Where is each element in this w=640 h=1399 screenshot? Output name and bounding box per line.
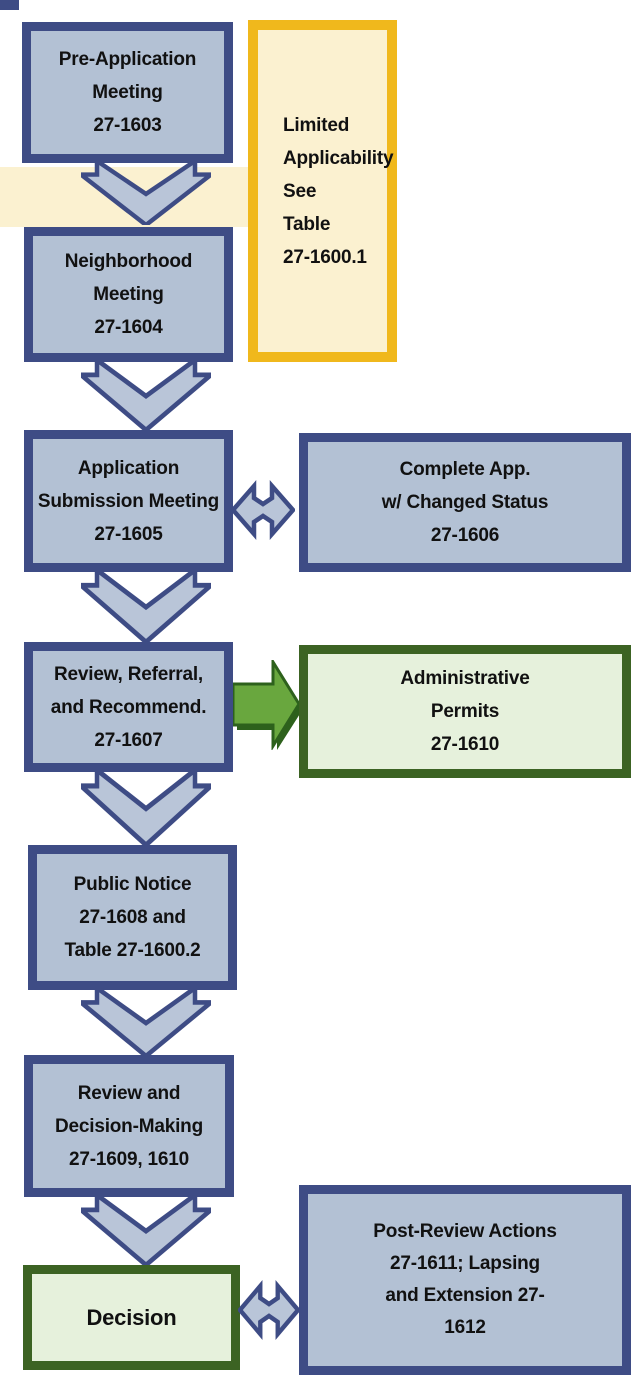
step-line: 27-1604: [94, 317, 163, 338]
down-arrow-1: [81, 161, 211, 225]
double-arrow-complete-app: [231, 480, 295, 540]
down-arrow-4: [81, 770, 211, 845]
step-line: 1612: [444, 1317, 486, 1338]
step-line: Meeting: [93, 284, 164, 305]
step-line: 27-1606: [430, 525, 500, 546]
step-line: Complete App.: [399, 459, 531, 480]
step-line: Review and: [77, 1082, 181, 1104]
step-line: Post-Review Actions: [373, 1221, 557, 1242]
note-line: Limited: [283, 114, 350, 136]
step-line: 27-1605: [94, 523, 163, 545]
step-line: w/ Changed Status: [381, 492, 549, 513]
step-line: Public Notice: [73, 874, 192, 895]
step-line: Submission Meeting: [37, 490, 220, 512]
step-post-review-actions: Post-Review Actions 27-1611; Lapsing and…: [299, 1185, 631, 1375]
note-line: See: [283, 180, 317, 202]
step-line: Decision-Making: [55, 1115, 203, 1137]
note-limited-applicability: Limited Applicability See Table 27-1600.…: [248, 20, 397, 362]
step-neighborhood-meeting: Neighborhood Meeting 27-1604: [24, 227, 233, 362]
step-line: Table 27-1600.2: [64, 940, 201, 961]
step-line: 27-1607: [94, 729, 163, 751]
note-line: Table: [283, 213, 331, 235]
note-line: Applicability: [283, 147, 394, 169]
down-arrow-6: [81, 1195, 211, 1265]
step-line: Pre-Application: [58, 49, 197, 70]
step-review-referral-recommend: Review, Referral, and Recommend. 27-1607: [24, 642, 233, 772]
note-line: 27-1600.1: [283, 246, 367, 268]
green-arrow-administrative-permits: [233, 660, 303, 750]
step-line: 27-1611; Lapsing: [390, 1253, 540, 1274]
step-line: Administrative: [400, 668, 530, 689]
down-arrow-3: [81, 570, 211, 642]
step-line: and Extension 27-: [385, 1285, 545, 1306]
step-administrative-permits: Administrative Permits 27-1610: [299, 645, 631, 778]
step-review-decision-making: Review and Decision-Making 27-1609, 1610: [24, 1055, 234, 1197]
step-line: Neighborhood: [64, 251, 193, 272]
step-line: 27-1610: [430, 734, 500, 755]
double-arrow-post-review: [238, 1280, 300, 1340]
step-decision: Decision: [23, 1265, 240, 1370]
step-line: Meeting: [92, 82, 163, 103]
step-line: and Recommend.: [50, 696, 207, 718]
step-line: Review, Referral,: [53, 663, 204, 685]
page-corner-mark: [0, 0, 19, 10]
step-line: 27-1608 and: [79, 907, 186, 928]
step-line: Decision: [86, 1305, 177, 1330]
step-public-notice: Public Notice 27-1608 and Table 27-1600.…: [28, 845, 237, 990]
step-line: Application: [77, 457, 180, 479]
down-arrow-2: [81, 360, 211, 430]
step-pre-application-meeting: Pre-Application Meeting 27-1603: [22, 22, 233, 163]
step-line: 27-1609, 1610: [69, 1148, 189, 1170]
step-complete-app-changed-status: Complete App. w/ Changed Status 27-1606: [299, 433, 631, 572]
step-application-submission-meeting: Application Submission Meeting 27-1605: [24, 430, 233, 572]
step-line: 27-1603: [93, 115, 162, 136]
step-line: Permits: [430, 701, 500, 722]
down-arrow-5: [81, 988, 211, 1056]
